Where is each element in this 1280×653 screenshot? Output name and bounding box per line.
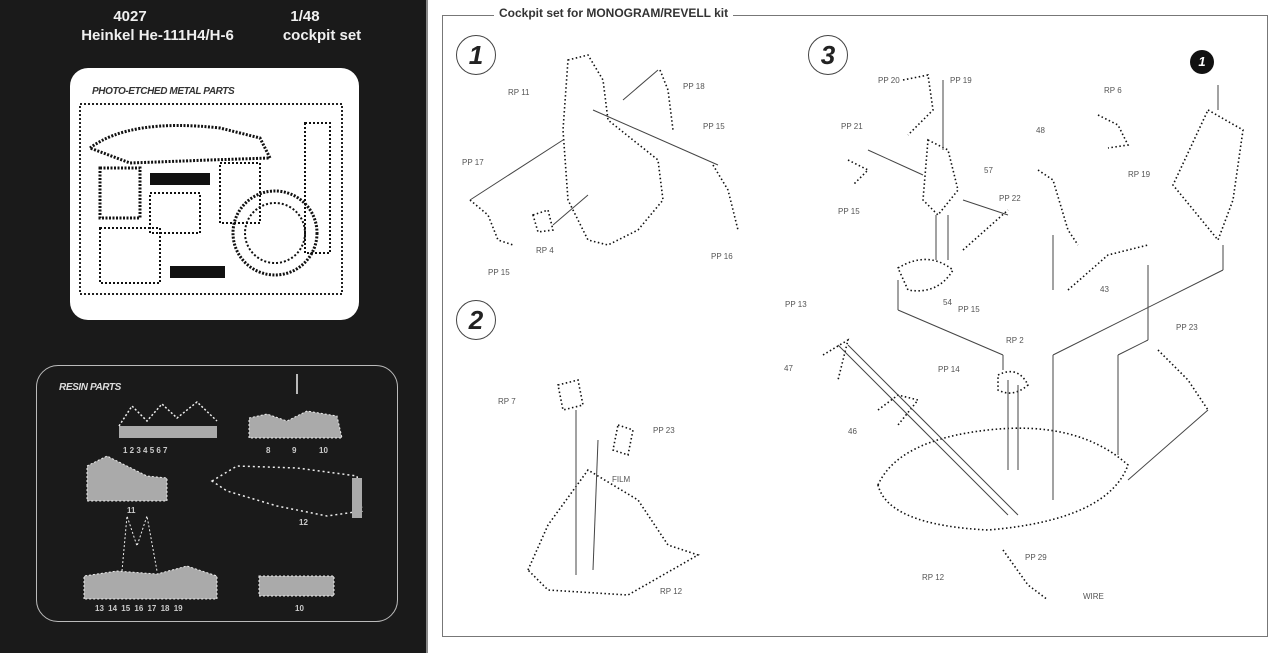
callout: PP 15	[958, 305, 980, 314]
product-panel: 4027 1/48 Heinkel He-111H4/H-6 cockpit s…	[0, 0, 428, 653]
assembly-drawing	[469, 54, 1244, 601]
callout: WIRE	[1083, 592, 1104, 601]
photo-etched-title: PHOTO-ETCHED METAL PARTS	[92, 86, 235, 97]
callout: 47	[784, 364, 793, 373]
callout: PP 15	[703, 122, 725, 131]
callout: PP 20	[878, 76, 900, 85]
callout: RP 7	[498, 397, 516, 406]
callout: 46	[848, 427, 857, 436]
resin-label-10: 10	[319, 446, 328, 455]
resin-label-8: 8	[266, 446, 271, 455]
callout: 48	[1036, 126, 1045, 135]
set-type: cockpit set	[282, 27, 362, 44]
callout: RP 4	[536, 246, 554, 255]
callout: PP 13	[785, 300, 807, 309]
resin-label-1-7: 1 2 3 4 5 6 7	[123, 446, 168, 455]
callout: PP 22	[999, 194, 1021, 203]
product-number: 4027	[113, 8, 147, 25]
resin-label-11: 11	[127, 506, 136, 515]
step-3-badge: 3	[808, 35, 848, 75]
callout: PP 15	[838, 207, 860, 216]
callout: PP 29	[1025, 553, 1047, 562]
resin-drawing	[83, 374, 363, 600]
callout: PP 17	[462, 158, 484, 167]
frame-title: Cockpit set for MONOGRAM/REVELL kit	[494, 6, 734, 20]
callout: RP 12	[922, 573, 945, 582]
instructions-frame	[442, 15, 1268, 637]
step-1-badge: 1	[456, 35, 496, 75]
resin-label-9: 9	[292, 446, 297, 455]
callout: RP 12	[660, 587, 683, 596]
fret-drawing	[79, 103, 343, 295]
resin-parts-panel: RESIN PARTS 1 2 3 4 5 6 7 8 9 10 11 12 1…	[36, 365, 398, 622]
resin-title: RESIN PARTS	[59, 382, 121, 393]
callout: PP 21	[841, 122, 863, 131]
callout: 57	[984, 166, 993, 175]
aircraft-name: Heinkel He-111H4/H-6	[81, 27, 234, 44]
callout: PP 19	[950, 76, 972, 85]
callout: PP 16	[711, 252, 733, 261]
callout: 43	[1100, 285, 1109, 294]
callout: PP 14	[938, 365, 960, 374]
callout: PP 23	[653, 426, 675, 435]
photo-etched-fret: PHOTO-ETCHED METAL PARTS	[70, 68, 359, 320]
resin-label-12: 12	[299, 518, 308, 527]
reference-badge: 1	[1190, 50, 1214, 74]
instructions-panel: Cockpit set for MONOGRAM/REVELL kit	[428, 0, 1280, 653]
callout: RP 2	[1006, 336, 1024, 345]
callout: PP 18	[683, 82, 705, 91]
callout: PP 15	[488, 268, 510, 277]
resin-label-10b: 10	[295, 604, 304, 613]
callout: FILM	[612, 475, 631, 484]
scale-label: 1/48	[290, 8, 320, 25]
resin-label-13-19: 13 14 15 16 17 18 19	[95, 604, 183, 613]
callout: RP 19	[1128, 170, 1151, 179]
step-2-badge: 2	[456, 300, 496, 340]
callout: 54	[943, 298, 952, 307]
callout: PP 23	[1176, 323, 1198, 332]
callout: RP 11	[508, 88, 530, 97]
callout: RP 6	[1104, 86, 1122, 95]
